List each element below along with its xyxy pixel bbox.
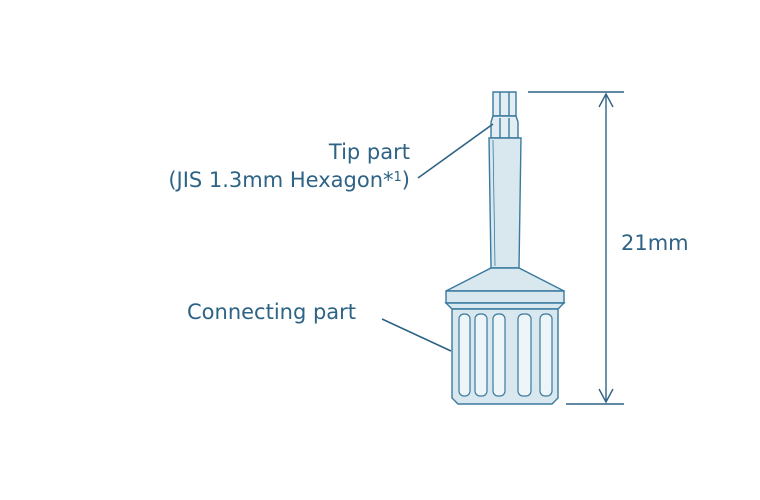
flute bbox=[474, 313, 488, 397]
connecting-leader-line bbox=[381, 318, 452, 352]
tip-part-spec: (JIS 1.3mm Hexagon* bbox=[168, 168, 394, 192]
hex-tip-upper bbox=[492, 91, 517, 117]
hex-tip-lower bbox=[490, 115, 519, 139]
dimension-label: 21mm bbox=[621, 231, 689, 255]
dimension-arrow-bottom bbox=[598, 388, 614, 404]
tip-part-label-line2: (JIS 1.3mm Hexagon*1) bbox=[168, 165, 410, 193]
flute bbox=[517, 313, 532, 397]
connecting-part-label: Connecting part bbox=[187, 300, 357, 324]
collar bbox=[445, 290, 565, 304]
shaft-highlight bbox=[492, 139, 496, 267]
shaft bbox=[488, 137, 522, 269]
flute bbox=[458, 313, 471, 397]
tip-part-label: Tip part (JIS 1.3mm Hexagon*1) bbox=[168, 139, 410, 193]
tip-part-label-line1: Tip part bbox=[328, 140, 410, 164]
flute bbox=[492, 313, 506, 397]
dimension-arrow-top bbox=[598, 92, 614, 108]
cone bbox=[445, 267, 565, 292]
tip-part bbox=[490, 91, 519, 139]
dimension-21mm bbox=[528, 91, 624, 405]
flute bbox=[539, 313, 553, 397]
grip-flutes bbox=[458, 313, 553, 397]
footnote-marker: 1 bbox=[393, 170, 402, 185]
tip-leader-line bbox=[417, 123, 494, 179]
tip-part-spec-close: ) bbox=[401, 168, 410, 192]
collar-bevel bbox=[444, 302, 566, 310]
